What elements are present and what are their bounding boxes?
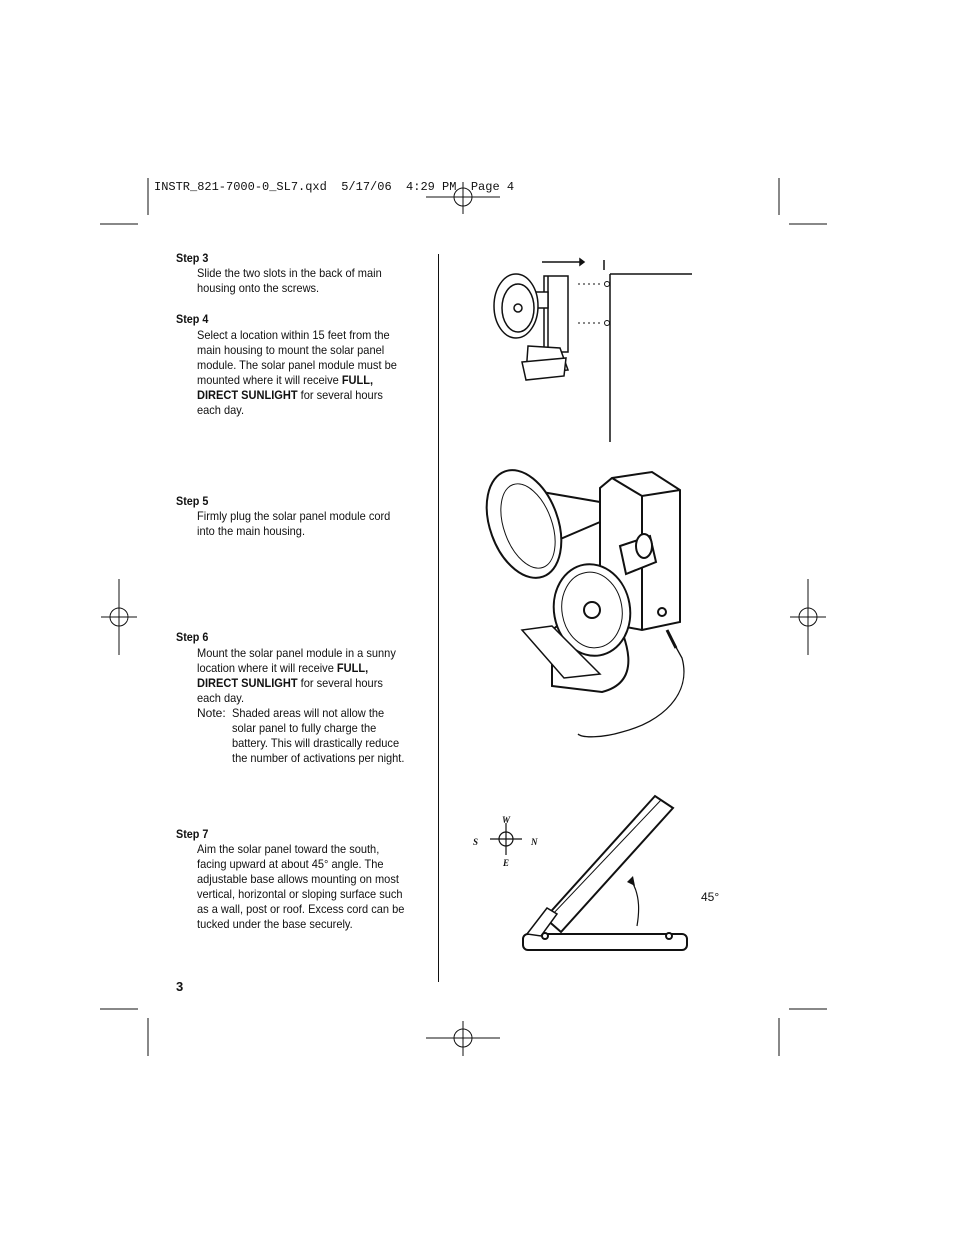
step-4-text-before: Select a location within 15 feet from th… <box>197 328 397 387</box>
registration-mark-left <box>101 579 137 655</box>
registration-mark-top <box>426 182 500 214</box>
step-5-text: Firmly plug the solar panel module cord … <box>197 509 391 538</box>
compass-icon <box>490 823 522 855</box>
step-4-text: Select a location within 15 feet from th… <box>197 328 409 418</box>
compass-east-label: E <box>503 858 510 868</box>
compass-west-label: W <box>502 815 511 825</box>
step-6-text-after: for several hours each day. <box>197 676 383 705</box>
angle-label: 45° <box>701 890 720 904</box>
solar-panel-angle-illustration <box>522 794 688 951</box>
step-3-text: Slide the two slots in the back of main … <box>197 266 382 295</box>
wall-mount-illustration <box>493 257 692 442</box>
step-3-title: Step 3 <box>176 251 209 265</box>
file-info-header: INSTR_821-7000-0_SL7.qxd 5/17/06 4:29 PM… <box>154 180 515 194</box>
step-4-emphasis: FULL, DIRECT SUNLIGHT <box>197 373 374 402</box>
step-6-text: Mount the solar panel module in a sunny … <box>197 646 404 706</box>
step-6-text-before: Mount the solar panel module in a sunny … <box>197 646 396 675</box>
step-7-text: Aim the solar panel toward the south, fa… <box>197 842 405 931</box>
note-text: Shaded areas will not allow the solar pa… <box>232 706 405 765</box>
registration-mark-bottom <box>426 1021 500 1056</box>
compass-north-label: N <box>531 837 538 847</box>
step-4-text-after: for several hours each day. <box>197 388 383 417</box>
step-7-title: Step 7 <box>176 827 209 841</box>
page-number: 3 <box>176 979 184 994</box>
housing-with-cord-illustration <box>485 469 685 738</box>
registration-mark-right <box>790 579 826 655</box>
column-divider <box>438 254 439 982</box>
step-6-emphasis: FULL, DIRECT SUNLIGHT <box>197 661 369 690</box>
compass-south-label: S <box>473 837 479 847</box>
step-6-title: Step 6 <box>176 630 209 644</box>
note-label: Note: <box>197 706 226 720</box>
step-4-title: Step 4 <box>176 312 209 326</box>
step-5-title: Step 5 <box>176 494 209 508</box>
